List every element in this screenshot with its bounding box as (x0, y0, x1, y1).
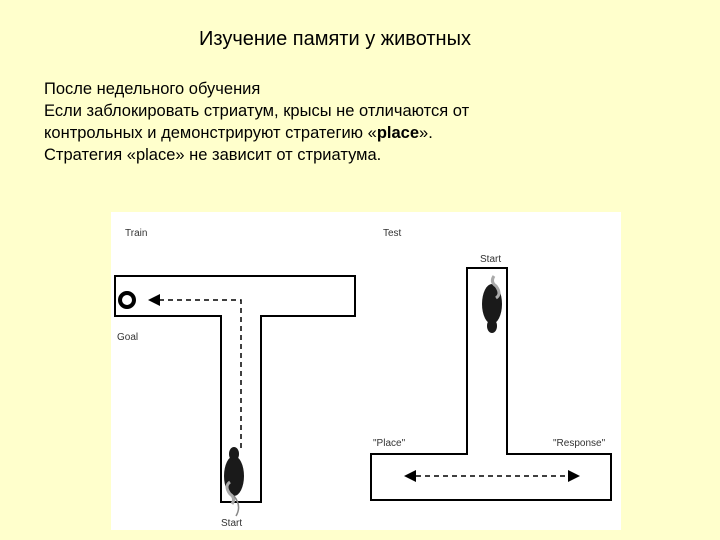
slide-body: После недельного обучения Если заблокиро… (44, 78, 664, 166)
test-panel: Test Start "Place" "Response" (370, 228, 612, 501)
train-path-arrow (148, 294, 242, 448)
train-panel: Train Goal Start (114, 228, 356, 529)
rat-icon (482, 275, 502, 333)
goal-label: Goal (117, 332, 138, 343)
body-line-3: контрольных и демонстрируют стратегию «p… (44, 122, 664, 144)
body-line-2: Если заблокировать стриатум, крысы не от… (44, 102, 470, 120)
body-line-1: После недельного обучения (44, 80, 261, 98)
place-emphasis: place (376, 124, 420, 142)
body-line-3-text: контрольных и демонстрируют стратегию « (44, 124, 377, 142)
t-maze-figure: Train Goal Start Test Start "Place" "Res… (111, 212, 621, 530)
train-start-label: Start (221, 518, 242, 529)
response-label: "Response" (553, 438, 606, 449)
goal-marker-icon (118, 291, 136, 309)
test-label: Test (383, 228, 402, 239)
train-label: Train (125, 228, 147, 239)
train-maze-outline (114, 275, 356, 503)
place-label: "Place" (373, 438, 406, 449)
body-line-4: Стратегия «place» не зависит от стриатум… (44, 146, 382, 164)
rat-icon (224, 447, 244, 517)
slide-title: Изучение памяти у животных (199, 28, 471, 50)
test-start-label: Start (480, 254, 501, 265)
body-line-3-end: ». (419, 124, 433, 142)
test-maze-outline (370, 267, 612, 501)
